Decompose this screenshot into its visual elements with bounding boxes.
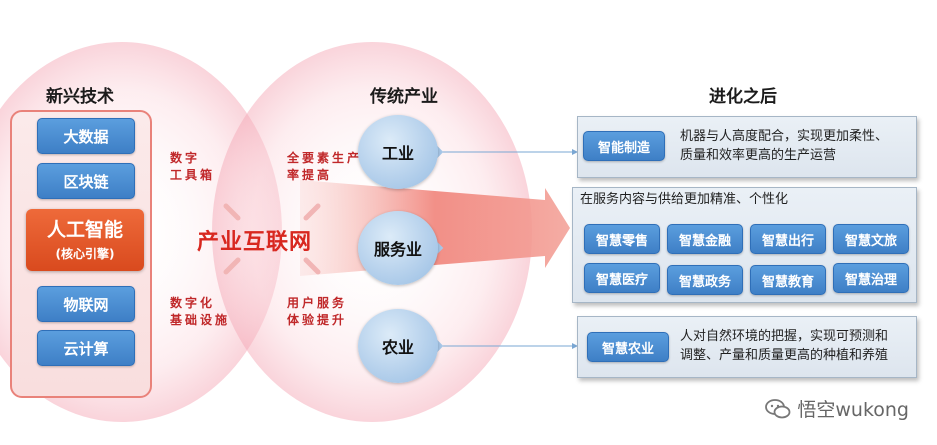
outcome-smart-finance: 智慧金融	[667, 224, 743, 254]
tech-big-data: 大数据	[37, 118, 135, 154]
outcome-manufacturing-desc: 机器与人高度配合，实现更加柔性、 质量和效率更高的生产运营	[680, 127, 888, 165]
center-title-industrial-internet: 产业互联网	[197, 230, 313, 255]
core-title: 人工智能	[46, 219, 123, 241]
outcome-smart-education: 智慧教育	[750, 265, 826, 295]
industry-service: 服务业	[358, 211, 438, 285]
industry-manufacturing: 工业	[358, 115, 438, 189]
tech-blockchain: 区块链	[37, 163, 135, 199]
outcome-smart-healthcare: 智慧医疗	[584, 263, 660, 293]
core-ai-engine: 人工智能 (核心引擎)	[26, 209, 144, 271]
label-line: 用户服务	[287, 296, 348, 310]
label-line: 体验提升	[287, 313, 348, 327]
label-digital-infrastructure: 数字化 基础设施	[170, 295, 230, 329]
outcome-smart-culture-tourism: 智慧文旅	[833, 224, 909, 254]
outcome-service-desc: 在服务内容与供给更加精准、个性化	[580, 192, 789, 207]
label-line: 全要素生产效	[287, 151, 378, 165]
outcome-smart-agriculture: 智慧农业	[587, 332, 669, 362]
label-factor-productivity: 全要素生产效 率提高	[287, 150, 377, 184]
outcome-smart-mobility: 智慧出行	[750, 224, 826, 254]
wechat-icon	[765, 398, 791, 418]
outcome-agriculture-desc: 人对自然环境的把握，实现可预测和 调整、产量和质量更高的种植和养殖	[680, 327, 888, 365]
core-subtitle: (核心引擎)	[55, 247, 115, 261]
watermark-text: 悟空wukong	[797, 399, 909, 421]
header-traditional-industry: 传统产业	[370, 87, 438, 107]
outcome-smart-manufacturing: 智能制造	[583, 131, 665, 161]
label-digital-toolbox: 数字 工具箱	[170, 150, 215, 184]
watermark: 悟空wukong	[764, 395, 909, 422]
industry-agriculture: 农业	[358, 309, 438, 383]
header-emerging-tech: 新兴技术	[46, 87, 114, 107]
desc-line: 人对自然环境的把握，实现可预测和	[680, 329, 889, 344]
tech-iot: 物联网	[37, 286, 135, 322]
outcome-smart-retail: 智慧零售	[584, 224, 660, 254]
label-line: 工具箱	[170, 168, 216, 182]
outcome-smart-government: 智慧政务	[667, 265, 743, 295]
desc-line: 机器与人高度配合，实现更加柔性、	[680, 129, 889, 144]
label-line: 率提高	[287, 168, 333, 182]
desc-line: 调整、产量和质量更高的种植和养殖	[680, 348, 889, 363]
label-line: 基础设施	[170, 313, 231, 327]
header-after-evolution: 进化之后	[709, 87, 777, 107]
tech-cloud: 云计算	[37, 330, 135, 366]
desc-line: 质量和效率更高的生产运营	[680, 148, 837, 163]
label-line: 数字化	[170, 296, 216, 310]
label-user-experience: 用户服务 体验提升	[287, 295, 347, 329]
label-line: 数字	[170, 151, 201, 165]
outcome-smart-governance: 智慧治理	[833, 263, 909, 293]
